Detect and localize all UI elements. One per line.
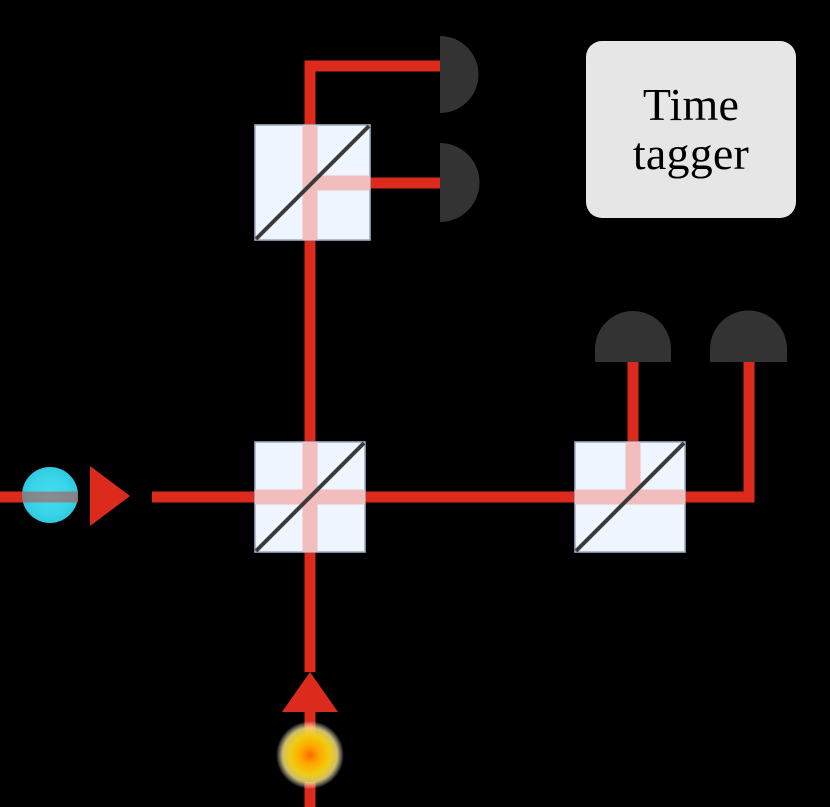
beam-splitter-center[interactable] — [254, 441, 366, 553]
arrow-pump-beam-up — [282, 672, 338, 712]
beam-bs-right-to-detector-4 — [680, 352, 755, 503]
source-pump-yellow[interactable] — [276, 721, 344, 789]
arrow-input-beam-right — [90, 466, 130, 526]
time-tagger-label[interactable]: Time tagger — [586, 41, 796, 218]
time-tagger-line-1: Time — [642, 79, 740, 131]
detector-right-outer[interactable] — [710, 310, 787, 363]
detector-upper-left-top[interactable] — [440, 36, 479, 113]
time-tagger-line-2: tagger — [632, 127, 750, 179]
beam-splitter-right[interactable] — [574, 441, 686, 553]
source-photon-cyan[interactable] — [22, 467, 78, 523]
beam-splitter-center-diagonal — [254, 441, 366, 553]
beam-bs-top-to-detector-1 — [304, 60, 447, 130]
detector-right-inner[interactable] — [595, 311, 671, 362]
beam-splitter-top[interactable] — [254, 124, 371, 241]
beam-group-solid — [0, 60, 755, 807]
time-tagger-text-wrapper: Time tagger — [632, 79, 750, 179]
beam-splitter-right-diagonal — [574, 441, 686, 553]
detector-upper-left-bottom[interactable] — [440, 143, 480, 222]
beam-splitter-top-diagonal — [254, 124, 371, 241]
